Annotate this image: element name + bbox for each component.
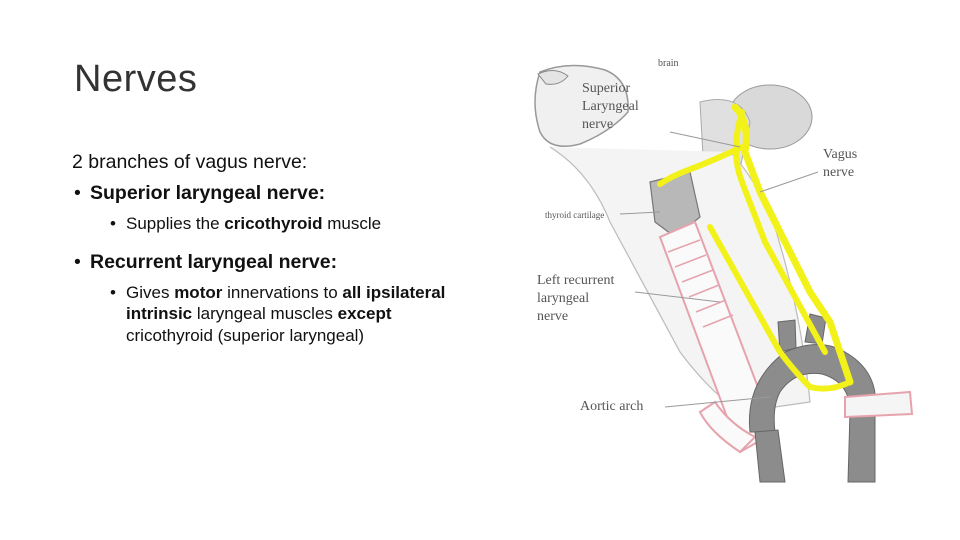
leader-thyroid xyxy=(619,211,661,215)
label-brain: brain xyxy=(658,58,679,69)
superior-sub-prefix: Supplies the xyxy=(126,213,225,233)
superior-sub-suffix: muscle xyxy=(322,213,382,233)
rec-t8: cricothyroid (superior laryngeal) xyxy=(126,325,365,345)
rec-t3: innervations to xyxy=(222,282,343,302)
slide-body: 2 branches of vagus nerve: Superior lary… xyxy=(72,150,492,362)
rec-t6: laryngeal muscles xyxy=(192,304,338,324)
leader-aortic xyxy=(664,396,771,408)
label-vagus-1: Vagus xyxy=(823,147,857,162)
slide-title: Nerves xyxy=(74,58,198,100)
recurrent-laryngeal-nerve xyxy=(707,224,853,392)
pulmonary-vessel xyxy=(844,390,914,419)
label-vagus-2: nerve xyxy=(823,165,854,180)
aorta-descending xyxy=(754,429,786,483)
ear-shape xyxy=(537,70,569,85)
leader-vagus xyxy=(759,171,819,193)
label-recurrent-1: Left recurrent xyxy=(537,273,614,288)
label-superior-3: nerve xyxy=(582,117,613,132)
label-recurrent-3: nerve xyxy=(537,309,568,324)
label-aortic: Aortic arch xyxy=(580,399,643,414)
head-outline xyxy=(534,64,629,147)
label-superior-2: Laryngeal xyxy=(582,99,639,114)
recurrent-heading: Recurrent laryngeal nerve: xyxy=(90,251,338,274)
bullet-recurrent: Recurrent laryngeal nerve: xyxy=(72,250,492,276)
label-thyroid: thyroid cartilage xyxy=(545,210,604,220)
sub-bullet-superior: Supplies the cricothyroid muscle xyxy=(72,213,492,235)
rec-t1: Gives xyxy=(126,282,175,302)
leader-recurrent xyxy=(634,291,721,303)
rec-t7: except xyxy=(337,304,392,324)
rec-t5: ipsilateral intrinsic xyxy=(126,282,446,324)
superior-laryngeal-nerve xyxy=(657,144,745,187)
sub-bullet-recurrent: Gives motor innervations to all ipsilate… xyxy=(72,282,466,347)
rec-t4: all xyxy=(342,282,362,302)
intro-text: 2 branches of vagus nerve: xyxy=(72,151,308,173)
bullet-superior: Superior laryngeal nerve: xyxy=(72,181,492,207)
label-recurrent-2: laryngeal xyxy=(537,291,589,306)
label-superior-1: Superior xyxy=(582,81,631,96)
superior-heading: Superior laryngeal nerve: xyxy=(90,182,326,205)
trachea-rings xyxy=(667,239,734,328)
superior-sub-bold: cricothyroid xyxy=(224,213,323,233)
vagus-nerve-right xyxy=(733,109,828,355)
leader-superior xyxy=(669,131,741,148)
vagus-nerve-illustration: brain Superior Laryngeal nerve Vagus ner… xyxy=(534,58,914,483)
aorta-branch-1 xyxy=(777,319,797,353)
rec-t2: motor xyxy=(174,282,223,302)
vagus-nerve xyxy=(731,103,854,386)
